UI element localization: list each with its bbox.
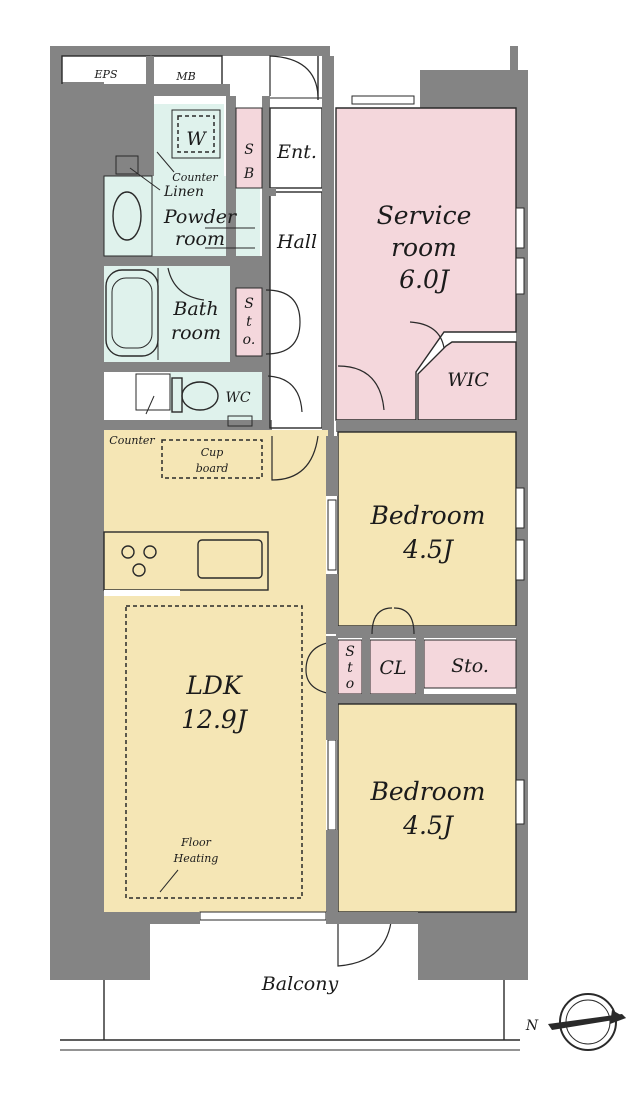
- bedroom1-label: Bedroom: [370, 501, 486, 530]
- ldk-area: Counter Cup board LDK 12.9J Floor Heatin…: [103, 430, 328, 912]
- wic-label: WIC: [447, 369, 489, 391]
- bath-room: Bath room: [105, 267, 221, 360]
- service-label-1: Service: [377, 201, 472, 230]
- sto-right-label: Sto.: [451, 655, 489, 677]
- sto-left-2: t: [246, 314, 252, 330]
- counter-label: Counter: [109, 434, 155, 447]
- bath-label-2: room: [171, 322, 221, 344]
- washer-label: W: [186, 128, 207, 150]
- ldk-label: LDK: [185, 671, 243, 700]
- bedroom1-size: 4.5J: [402, 535, 455, 564]
- wc-label: WC: [225, 390, 250, 406]
- storage-left: S t o.: [235, 287, 301, 357]
- mb-label: MB: [175, 70, 195, 83]
- hall: Hall: [264, 56, 334, 436]
- linen-counter: Counter Linen: [115, 151, 218, 200]
- walk-in-closet: WIC: [336, 341, 526, 432]
- sto-mid-2: t: [347, 660, 353, 676]
- powder-label-2: room: [175, 228, 225, 250]
- bedroom2-size: 4.5J: [402, 811, 455, 840]
- entrance: Ent.: [269, 55, 323, 189]
- ldk-size: 12.9J: [181, 705, 249, 734]
- eps-label: EPS: [94, 68, 118, 81]
- cupboard-label-2: board: [196, 462, 229, 475]
- ent-label: Ent.: [276, 141, 317, 163]
- bath-label-1: Bath: [172, 298, 218, 320]
- washer-space: W: [171, 109, 221, 159]
- eps-mb-closets: EPS MB: [60, 55, 230, 96]
- sto-mid-1: S: [345, 644, 355, 660]
- powder-room: Powder room: [103, 175, 255, 257]
- wet-area: [96, 96, 272, 431]
- cl-label: CL: [379, 657, 406, 679]
- balcony-window: [150, 911, 418, 924]
- bedroom-2: Bedroom 4.5J: [326, 636, 525, 967]
- sto-mid-3: o: [346, 676, 354, 692]
- closet-row: S t o CL Sto.: [305, 607, 526, 726]
- balcony-label: Balcony: [261, 973, 339, 995]
- service-room: Service room 6.0J: [335, 95, 525, 421]
- bedroom2-label: Bedroom: [370, 777, 486, 806]
- powder-label-1: Powder: [163, 206, 238, 228]
- sto-left-3: o.: [243, 332, 256, 348]
- exterior-walls: [50, 46, 528, 980]
- sb-label-b: B: [243, 166, 254, 182]
- shoe-box: S B: [235, 107, 263, 189]
- sto-left-1: S: [244, 296, 254, 312]
- linen-label: Linen: [163, 184, 204, 200]
- cupboard-label-1: Cup: [201, 446, 224, 459]
- floor-heating-label-2: Heating: [173, 852, 219, 865]
- hall-label: Hall: [276, 231, 317, 253]
- compass-icon: N: [525, 993, 626, 1051]
- floor-heating-label-1: Floor: [180, 836, 211, 849]
- service-size: 6.0J: [399, 265, 451, 294]
- north-label: N: [525, 1018, 539, 1034]
- counter-top-label: Counter: [172, 171, 218, 184]
- wc: WC: [135, 373, 303, 427]
- sb-label-s: S: [244, 142, 254, 158]
- balcony: Balcony: [60, 973, 520, 1051]
- bedroom-1: Bedroom 4.5J: [326, 431, 525, 634]
- service-label-2: room: [391, 233, 457, 262]
